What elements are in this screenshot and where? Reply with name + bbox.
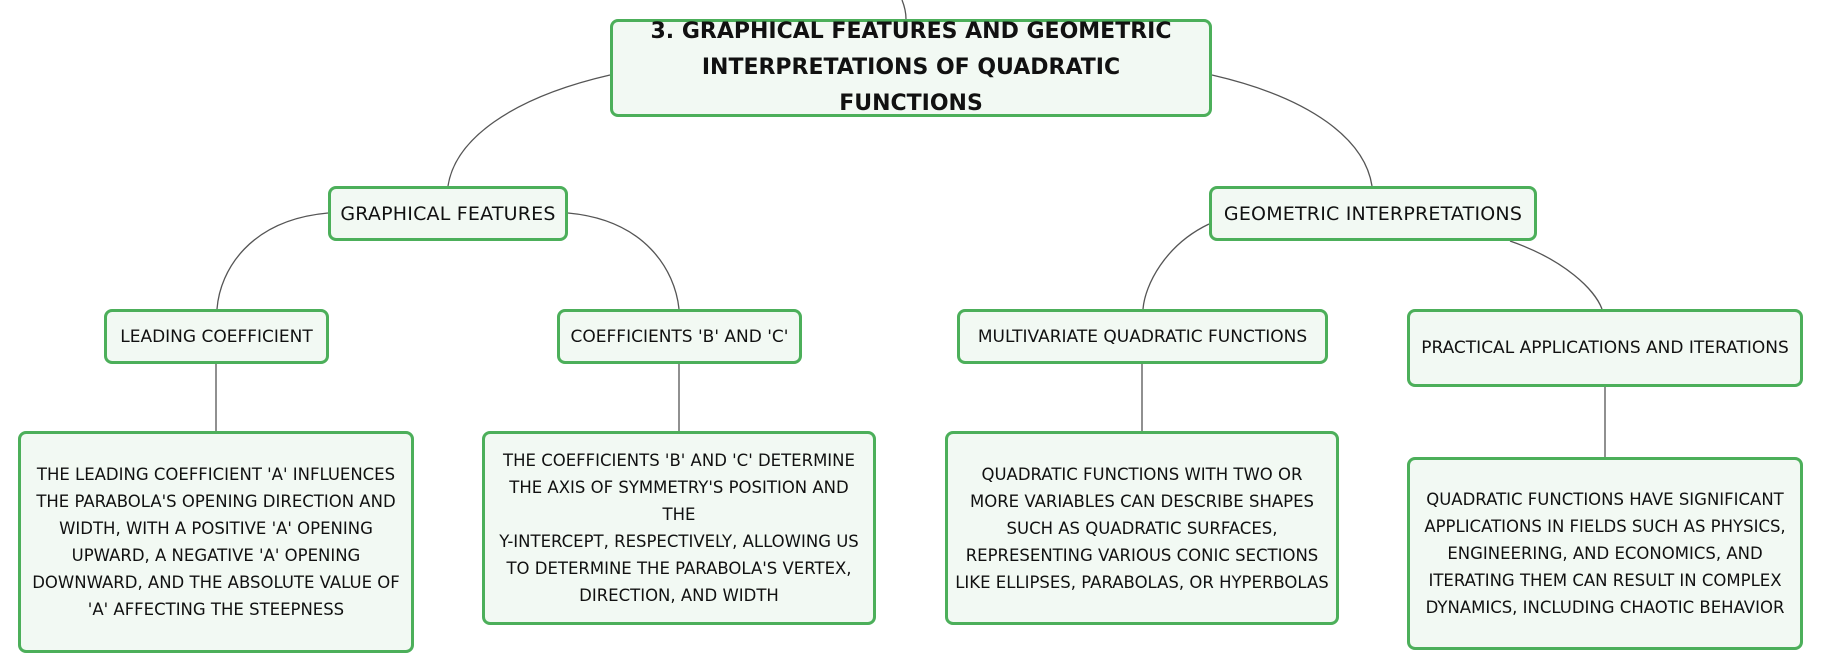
connector-graphical-features-to-coefficients-b-c bbox=[567, 212, 680, 310]
detail-line: REPRESENTING VARIOUS CONIC SECTIONS bbox=[965, 545, 1319, 565]
connector-geometric-interpretations-to-practical-applications bbox=[1509, 240, 1603, 310]
branch-label-graphical-features: GRAPHICAL FEATURES bbox=[340, 202, 556, 225]
branch-node-graphical-features[interactable]: GRAPHICAL FEATURES bbox=[328, 186, 568, 241]
detail-line: 'A' AFFECTING THE STEEPNESS bbox=[87, 600, 345, 619]
detail-line: DOWNWARD, AND THE ABSOLUTE VALUE OF bbox=[32, 573, 400, 592]
detail-line: ITERATING THEM CAN RESULT IN COMPLEX bbox=[1428, 571, 1782, 590]
detail-line: WIDTH, WITH A POSITIVE 'A' OPENING bbox=[59, 519, 373, 538]
detail-line: THE PARABOLA'S OPENING DIRECTION AND bbox=[36, 492, 396, 511]
detail-node-coefficients-b-c[interactable]: THE COEFFICIENTS 'B' AND 'C' DETERMINE T… bbox=[482, 431, 876, 625]
detail-line: SUCH AS QUADRATIC SURFACES, bbox=[1006, 518, 1278, 538]
detail-line: THE AXIS OF SYMMETRY'S POSITION AND THE bbox=[509, 478, 849, 524]
topic-node-practical-applications[interactable]: PRACTICAL APPLICATIONS AND ITERATIONS bbox=[1407, 309, 1803, 387]
root-topic-node[interactable]: 3. GRAPHICAL FEATURES AND GEOMETRIC INTE… bbox=[610, 19, 1212, 117]
branch-node-geometric-interpretations[interactable]: GEOMETRIC INTERPRETATIONS bbox=[1209, 186, 1537, 241]
detail-line: LIKE ELLIPSES, PARABOLAS, OR HYPERBOLAS bbox=[955, 572, 1329, 592]
detail-line: QUADRATIC FUNCTIONS WITH TWO OR bbox=[981, 464, 1303, 484]
detail-line: Y-INTERCEPT, RESPECTIVELY, ALLOWING US bbox=[499, 532, 859, 551]
detail-node-leading-coefficient[interactable]: THE LEADING COEFFICIENT 'A' INFLUENCES T… bbox=[18, 431, 414, 653]
root-title-line-1: 3. GRAPHICAL FEATURES AND GEOMETRIC bbox=[650, 19, 1172, 44]
topic-label-leading-coefficient: LEADING COEFFICIENT bbox=[120, 326, 313, 347]
detail-line: QUADRATIC FUNCTIONS HAVE SIGNIFICANT bbox=[1426, 490, 1784, 509]
connector-root-to-geometric-interpretations bbox=[1211, 74, 1373, 187]
detail-line: THE COEFFICIENTS 'B' AND 'C' DETERMINE bbox=[503, 451, 855, 470]
detail-line: MORE VARIABLES CAN DESCRIBE SHAPES bbox=[969, 491, 1314, 511]
branch-label-geometric-interpretations: GEOMETRIC INTERPRETATIONS bbox=[1223, 202, 1523, 225]
topic-label-coefficients-b-c: COEFFICIENTS 'B' AND 'C' bbox=[570, 326, 789, 347]
connector-geometric-interpretations-to-multivariate bbox=[1142, 223, 1210, 310]
root-title-line-2: INTERPRETATIONS OF QUADRATIC FUNCTIONS bbox=[701, 55, 1121, 116]
topic-node-multivariate[interactable]: MULTIVARIATE QUADRATIC FUNCTIONS bbox=[957, 309, 1328, 364]
detail-line: THE LEADING COEFFICIENT 'A' INFLUENCES bbox=[36, 465, 396, 484]
detail-line: UPWARD, A NEGATIVE 'A' OPENING bbox=[71, 546, 361, 565]
connector-parent-to-root bbox=[901, 0, 907, 20]
connector-root-to-graphical-features bbox=[447, 74, 611, 187]
topic-node-leading-coefficient[interactable]: LEADING COEFFICIENT bbox=[104, 309, 329, 364]
topic-label-multivariate: MULTIVARIATE QUADRATIC FUNCTIONS bbox=[977, 326, 1308, 347]
detail-node-multivariate[interactable]: QUADRATIC FUNCTIONS WITH TWO OR MORE VAR… bbox=[945, 431, 1339, 625]
detail-node-practical-applications[interactable]: QUADRATIC FUNCTIONS HAVE SIGNIFICANT APP… bbox=[1407, 457, 1803, 650]
topic-node-coefficients-b-c[interactable]: COEFFICIENTS 'B' AND 'C' bbox=[557, 309, 802, 364]
topic-label-practical-applications: PRACTICAL APPLICATIONS AND ITERATIONS bbox=[1421, 338, 1789, 358]
detail-line: ENGINEERING, AND ECONOMICS, AND bbox=[1447, 544, 1763, 563]
connector-graphical-features-to-leading-coefficient bbox=[216, 212, 329, 310]
detail-line: DIRECTION, AND WIDTH bbox=[579, 586, 779, 605]
detail-line: APPLICATIONS IN FIELDS SUCH AS PHYSICS, bbox=[1424, 517, 1786, 536]
detail-line: TO DETERMINE THE PARABOLA'S VERTEX, bbox=[506, 559, 852, 578]
detail-line: DYNAMICS, INCLUDING CHAOTIC BEHAVIOR bbox=[1425, 598, 1785, 617]
